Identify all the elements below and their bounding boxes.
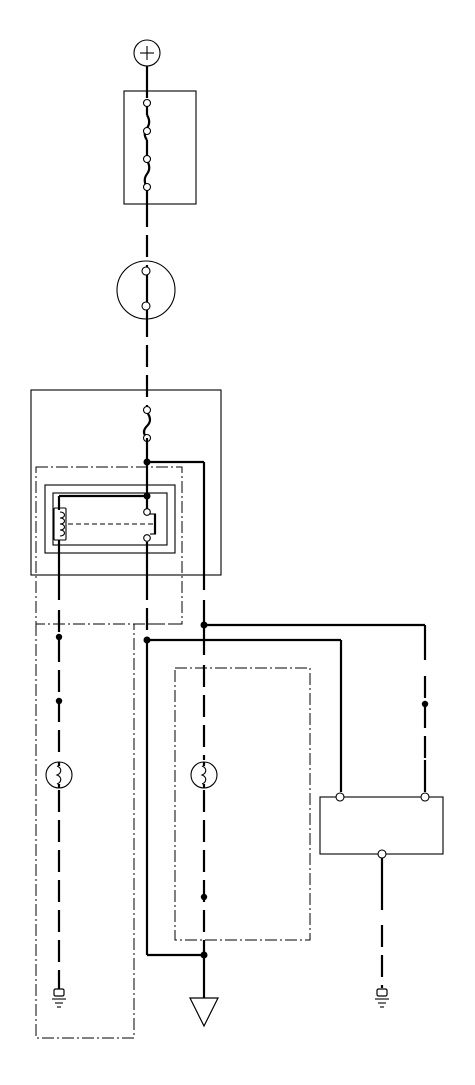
bulb-icon	[190, 761, 218, 789]
control-module	[319, 792, 444, 988]
ground-icon	[375, 988, 389, 1008]
switched-wire	[200, 600, 429, 998]
ground-terminal-triangle-icon	[189, 997, 219, 1028]
ignition-switch-icon	[116, 260, 176, 320]
relay-coil-icon	[53, 507, 67, 541]
left-branch-wire	[55, 610, 63, 990]
bulb-icon	[45, 761, 73, 789]
connector-phantom-outline	[35, 623, 182, 1039]
module-phantom-outline	[174, 667, 311, 941]
relay-junction-box	[30, 389, 222, 625]
center-ground-wire	[143, 608, 343, 957]
relay-switch-contact	[143, 496, 157, 600]
fuse-box	[123, 90, 197, 205]
battery-positive-icon	[133, 39, 161, 67]
ground-icon	[52, 988, 66, 1008]
